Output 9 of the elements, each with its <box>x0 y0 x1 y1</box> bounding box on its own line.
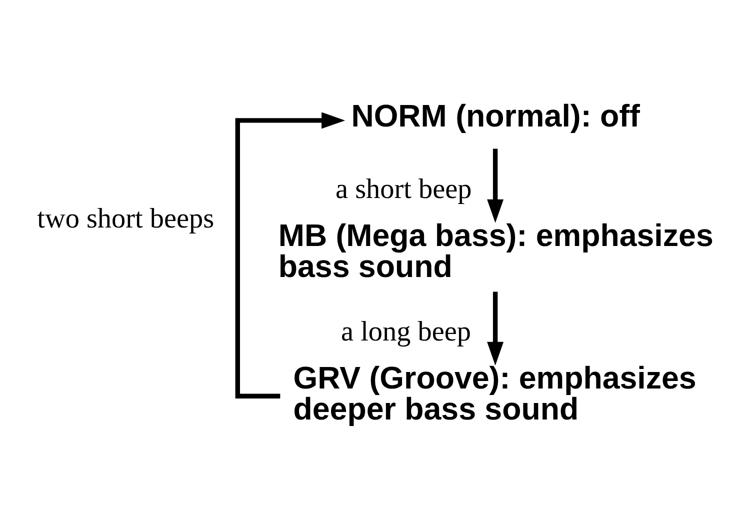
arrow <box>235 112 346 398</box>
edge-label: two short beeps <box>37 203 214 234</box>
edge-label: a short beep <box>336 173 472 204</box>
node-text: NORM (normal): off <box>351 98 640 134</box>
node-text: GRV (Groove): emphasizes deeper bass sound <box>293 360 696 426</box>
arrow <box>487 291 504 365</box>
edge-label: a long beep <box>341 316 471 348</box>
arrow <box>487 148 504 222</box>
node-text: MB (Mega bass): emphasizes bass sound <box>278 217 714 284</box>
